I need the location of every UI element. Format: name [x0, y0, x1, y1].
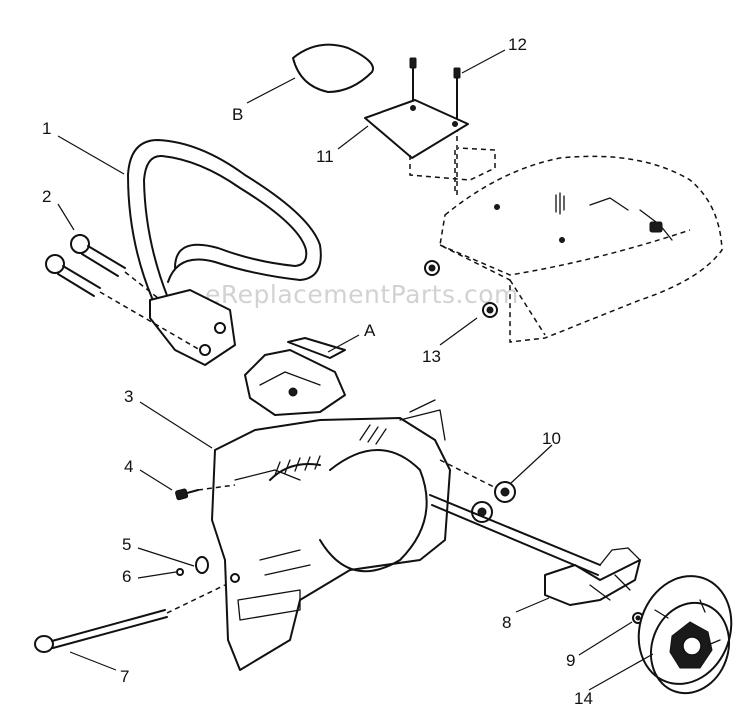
part-4-screw	[175, 484, 236, 501]
leader-lines	[57, 49, 654, 691]
label-part-9: 9	[566, 651, 575, 670]
label-part-5: 5	[122, 535, 131, 554]
watermark-text: eReplacementParts.com	[205, 280, 519, 309]
part-b-pad	[292, 43, 374, 93]
part-7-long-bolt	[34, 584, 226, 653]
part-a-tab	[287, 337, 346, 359]
label-ref-a: A	[364, 321, 376, 340]
part-3-clutch-cover	[211, 349, 451, 671]
label-part-12: 12	[508, 35, 527, 54]
label-part-10: 10	[542, 429, 561, 448]
part-5-spacer	[195, 556, 209, 574]
label-part-11: 11	[316, 147, 334, 166]
part-10-nuts	[439, 459, 516, 523]
part-6-washer	[176, 568, 184, 576]
label-part-3: 3	[124, 387, 133, 406]
label-part-2: 2	[42, 187, 51, 206]
label-part-6: 6	[122, 567, 131, 586]
callout-labels: 1 2 3 4 5 6 7 8 9 10 11 12 13 14 A B	[42, 35, 593, 706]
label-part-7: 7	[120, 667, 129, 686]
part-2-bolts	[45, 234, 201, 351]
label-ref-b: B	[232, 105, 243, 124]
part-11-plate	[364, 99, 469, 159]
cover-housing-outline	[409, 147, 723, 343]
label-part-14: 14	[574, 689, 593, 706]
part-14-clutch	[637, 575, 733, 695]
part-13-nut	[424, 260, 498, 318]
label-part-1: 1	[42, 119, 51, 138]
label-part-4: 4	[124, 457, 133, 476]
label-part-8: 8	[502, 613, 511, 632]
part-1-handle-bar	[127, 139, 322, 366]
label-part-13: 13	[422, 347, 441, 366]
part-8-adjuster-bar	[429, 494, 641, 606]
